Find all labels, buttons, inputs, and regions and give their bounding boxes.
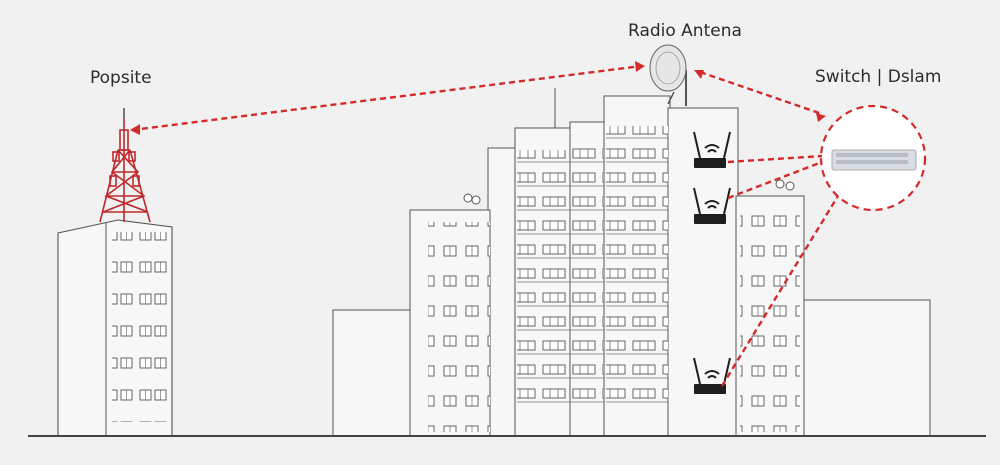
- popsite-label: Popsite: [90, 68, 152, 88]
- radio-dish-icon: [649, 44, 687, 106]
- background-buildings: [332, 299, 931, 437]
- link-arrowheads: [130, 61, 826, 135]
- link-router2-switch: [727, 160, 823, 200]
- popsite-building: [57, 219, 173, 437]
- link-router3-switch: [720, 195, 840, 387]
- central-tower-building: [487, 88, 739, 437]
- link-antenna-switch: [699, 70, 823, 116]
- right-mid-building: [735, 179, 805, 437]
- switch-label: Switch | Dslam: [815, 67, 942, 87]
- wifi-router-icon: [693, 131, 731, 168]
- network-links: [131, 64, 840, 387]
- link-popsite-antenna: [131, 64, 643, 132]
- radio-antenna-label: Radio Antena: [628, 21, 742, 41]
- wifi-router-icon: [693, 187, 731, 224]
- left-mid-building: [409, 193, 491, 437]
- link-router1-switch: [727, 154, 823, 164]
- network-switch-icon: [819, 104, 927, 212]
- cell-tower-icon: [99, 108, 151, 223]
- wifi-router-icon: [693, 357, 731, 394]
